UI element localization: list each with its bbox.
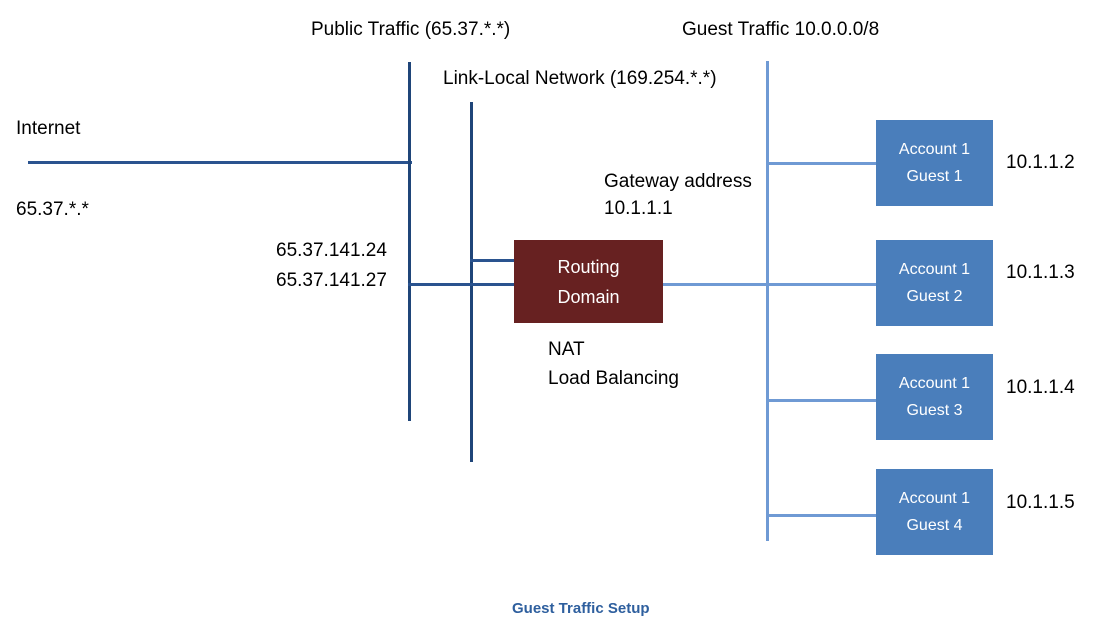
gateway-address-value: 10.1.1.1 <box>604 198 673 219</box>
guest-3-branch-line <box>766 399 878 402</box>
routing-domain-line-1: Routing <box>557 256 620 277</box>
figure-caption: Guest Traffic Setup <box>512 600 650 617</box>
guest-node-1-name: Guest 1 <box>906 168 963 185</box>
guest-1-branch-line <box>766 162 878 165</box>
internet-trunk-line <box>28 161 412 164</box>
internet-label: Internet <box>16 118 81 139</box>
routing-domain-line-2: Domain <box>557 286 620 307</box>
routing-domain-node[interactable]: Routing Domain <box>514 240 663 323</box>
guest-node-3-name: Guest 3 <box>906 402 963 419</box>
public-ip-1-label: 65.37.141.24 <box>276 240 387 261</box>
guest-node-2-ip: 10.1.1.3 <box>1006 262 1075 283</box>
guest-traffic-header: Guest Traffic 10.0.0.0/8 <box>682 19 880 40</box>
routing-function-lb-label: Load Balancing <box>548 368 679 389</box>
guest-node-2-account: Account 1 <box>898 261 971 278</box>
link-local-to-routing-line <box>470 259 516 262</box>
guest-node-2-name: Guest 2 <box>906 288 963 305</box>
public-traffic-bus-line <box>408 62 411 421</box>
guest-4-branch-line <box>766 514 878 517</box>
guest-node-1[interactable]: Account 1 Guest 1 <box>876 120 993 206</box>
guest-node-1-ip: 10.1.1.2 <box>1006 152 1075 173</box>
guest-node-3-account: Account 1 <box>898 375 971 392</box>
guest-node-4-name: Guest 4 <box>906 517 963 534</box>
internet-subnet-label: 65.37.*.* <box>16 199 89 220</box>
guest-node-4[interactable]: Account 1 Guest 4 <box>876 469 993 555</box>
routing-function-nat-label: NAT <box>548 339 585 360</box>
guest-node-1-account: Account 1 <box>898 141 971 158</box>
link-local-bus-line <box>470 102 473 462</box>
public-ip-2-label: 65.37.141.27 <box>276 270 387 291</box>
guest-traffic-bus-line <box>766 61 769 541</box>
public-to-routing-line <box>408 283 516 286</box>
guest-node-4-account: Account 1 <box>898 490 971 507</box>
guest-node-4-ip: 10.1.1.5 <box>1006 492 1075 513</box>
routing-to-guest-bus-line <box>663 283 878 286</box>
guest-node-3[interactable]: Account 1 Guest 3 <box>876 354 993 440</box>
guest-node-3-ip: 10.1.1.4 <box>1006 377 1075 398</box>
public-traffic-header: Public Traffic (65.37.*.*) <box>311 19 511 40</box>
gateway-address-label: Gateway address <box>604 171 752 192</box>
link-local-header: Link-Local Network (169.254.*.*) <box>443 68 717 89</box>
guest-node-2[interactable]: Account 1 Guest 2 <box>876 240 993 326</box>
